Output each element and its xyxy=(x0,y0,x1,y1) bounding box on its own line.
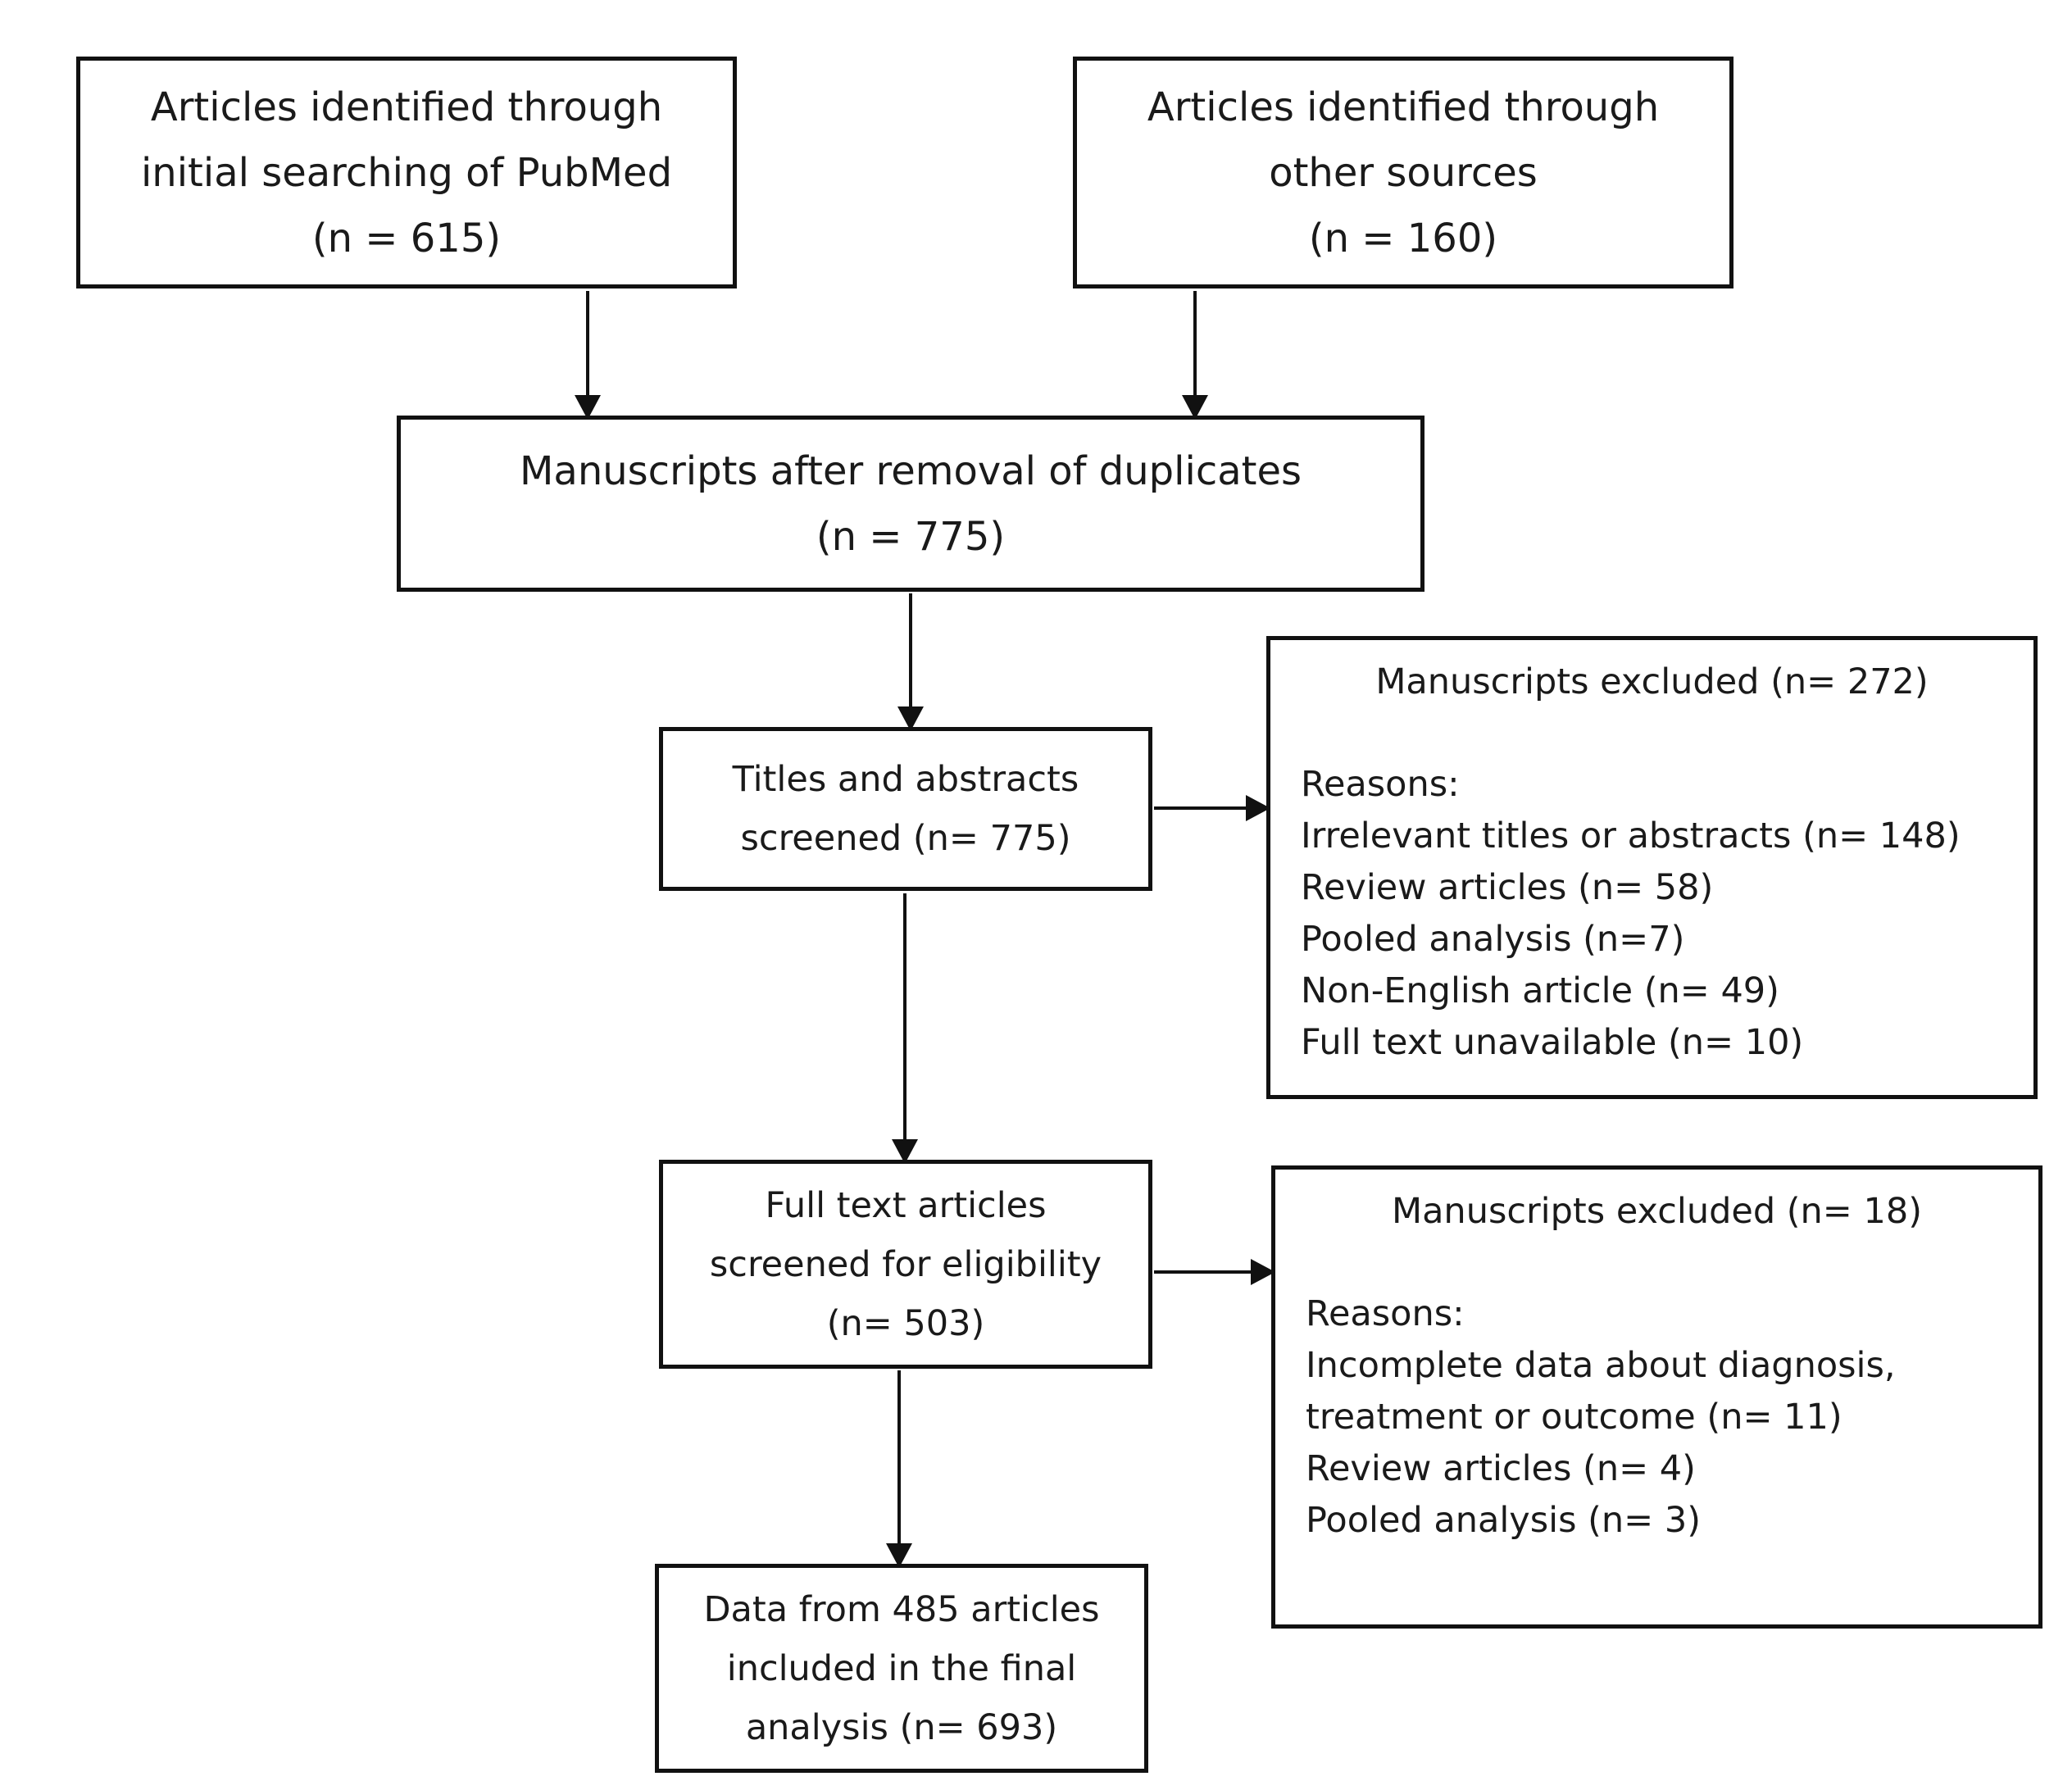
reason-item: Pooled analysis (n= 3) xyxy=(1306,1500,1702,1541)
arrowhead xyxy=(892,1139,918,1164)
other-sources-box: Articles identified through other source… xyxy=(1073,57,1733,288)
titles-screened-box: Titles and abstracts screened (n= 775) xyxy=(659,727,1152,891)
reason-item: Non-English article (n= 49) xyxy=(1301,970,1779,1011)
arrowhead xyxy=(1246,795,1270,821)
box-text-line: (n = 775) xyxy=(816,513,1006,560)
box-text-line: Data from 485 articles xyxy=(703,1588,1100,1630)
arrowhead xyxy=(575,395,601,420)
box-text-line: included in the final xyxy=(726,1647,1077,1689)
exclusion-title: Manuscripts excluded (n= 272) xyxy=(1375,661,1929,702)
reason-item: Full text unavailable (n= 10) xyxy=(1301,1022,1804,1063)
box-text-line: analysis (n= 693) xyxy=(745,1706,1058,1748)
box-text-line: (n = 615) xyxy=(311,215,502,261)
arrowhead xyxy=(886,1543,912,1568)
reason-item: Reasons: xyxy=(1306,1293,1465,1334)
exclusion-title: Manuscripts excluded (n= 18) xyxy=(1391,1191,1922,1232)
reason-item: Review articles (n= 4) xyxy=(1306,1448,1696,1489)
box-text-line: screened for eligibility xyxy=(709,1243,1102,1285)
reason-item: Review articles (n= 58) xyxy=(1301,867,1714,908)
box-text-line: (n= 503) xyxy=(826,1302,985,1344)
arrowhead xyxy=(1182,395,1208,420)
exclusion-reasons-list: Reasons: Incomplete data about diagnosis… xyxy=(1306,1288,1896,1547)
reason-item: Reasons: xyxy=(1301,764,1460,805)
box-text-line: Manuscripts after removal of duplicates xyxy=(520,448,1302,494)
reason-item: Pooled analysis (n=7) xyxy=(1301,919,1685,960)
exclusion-reasons-list: Reasons: Irrelevant titles or abstracts … xyxy=(1301,759,1961,1069)
final-analysis-box: Data from 485 articles included in the f… xyxy=(655,1564,1148,1773)
box-text-line: (n = 160) xyxy=(1308,215,1498,261)
box-text-line: screened (n= 775) xyxy=(740,818,1071,859)
pubmed-articles-box: Articles identified through initial sear… xyxy=(76,57,737,288)
box-text-line: initial searching of PubMed xyxy=(140,149,673,196)
arrowhead xyxy=(897,706,924,731)
exclusion-box-first: Manuscripts excluded (n= 272) Reasons: I… xyxy=(1266,636,2038,1099)
reason-item: treatment or outcome (n= 11) xyxy=(1306,1397,1843,1438)
box-text-line: Full text articles xyxy=(765,1184,1047,1226)
arrowhead xyxy=(1251,1259,1275,1285)
reason-item: Incomplete data about diagnosis, xyxy=(1306,1345,1896,1386)
box-text-line: Articles identified through xyxy=(150,84,663,130)
box-text-line: Titles and abstracts xyxy=(732,759,1079,800)
reason-item: Irrelevant titles or abstracts (n= 148) xyxy=(1301,815,1961,856)
box-text-line: Articles identified through xyxy=(1147,84,1660,130)
box-text-line: other sources xyxy=(1269,149,1538,196)
duplicates-removed-box: Manuscripts after removal of duplicates … xyxy=(397,416,1424,592)
exclusion-box-second: Manuscripts excluded (n= 18) Reasons: In… xyxy=(1271,1165,2042,1629)
